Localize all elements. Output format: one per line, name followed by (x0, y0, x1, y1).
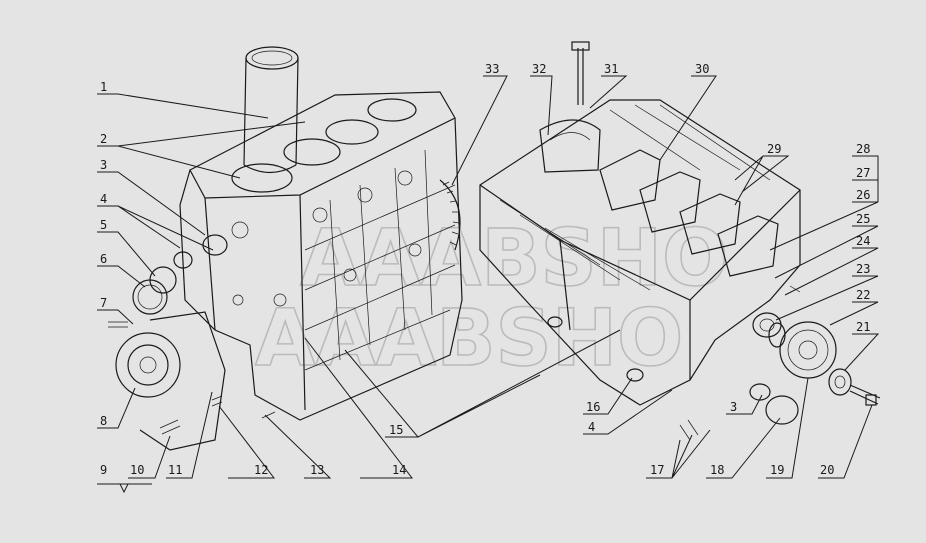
callout-27: 27 (856, 166, 870, 180)
callout-25: 25 (856, 212, 870, 226)
callout-7: 7 (100, 296, 107, 310)
right-cylinder-block (479, 41, 881, 441)
cylinder-liner (243, 46, 299, 174)
callout-5: 5 (100, 218, 107, 232)
callout-24: 24 (856, 234, 870, 248)
callout-31: 31 (604, 62, 618, 76)
callout-33: 33 (485, 62, 499, 76)
callout-17: 17 (650, 463, 664, 477)
callout-30: 30 (695, 62, 709, 76)
callout-labels: 1 2 3 4 5 6 7 8 9 10 11 12 13 14 15 16 4… (100, 62, 870, 477)
callout-15: 15 (389, 423, 403, 437)
callout-8: 8 (100, 414, 107, 428)
leader-lines (97, 75, 880, 494)
callout-3-left: 3 (100, 158, 107, 172)
callout-14: 14 (392, 463, 406, 477)
callout-9: 9 (100, 463, 107, 477)
callout-26: 26 (856, 188, 870, 202)
callout-1: 1 (100, 80, 107, 94)
callout-13: 13 (310, 463, 324, 477)
callout-28: 28 (856, 142, 870, 156)
callout-4-left: 4 (100, 192, 107, 206)
callout-20: 20 (820, 463, 834, 477)
callout-16: 16 (586, 400, 600, 414)
callout-6: 6 (100, 252, 107, 266)
callout-10: 10 (130, 463, 144, 477)
callout-2: 2 (100, 132, 107, 146)
callout-12: 12 (254, 463, 268, 477)
callout-18: 18 (710, 463, 724, 477)
watermark-top: AAABSHO (300, 214, 728, 304)
callout-23: 23 (856, 262, 870, 276)
callout-4-right: 4 (588, 420, 595, 434)
callout-3-right: 3 (730, 400, 737, 414)
callout-32: 32 (532, 62, 546, 76)
callout-21: 21 (856, 320, 870, 334)
watermark-bottom: AAABSHO (255, 294, 683, 384)
callout-22: 22 (856, 288, 870, 302)
callout-29: 29 (767, 142, 781, 156)
callout-11: 11 (168, 463, 182, 477)
callout-19: 19 (770, 463, 784, 477)
left-cylinder-block (108, 46, 463, 451)
